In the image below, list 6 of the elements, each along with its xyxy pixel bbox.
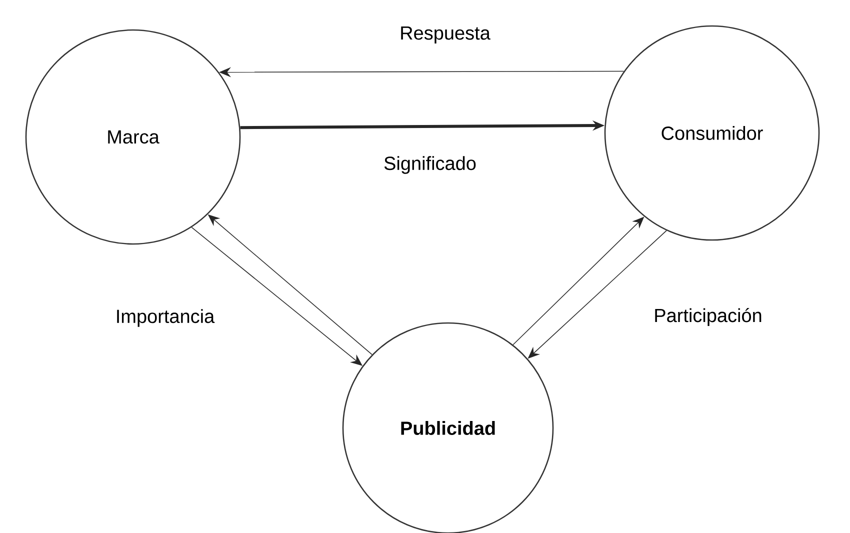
circle-node: Consumidor xyxy=(604,25,820,241)
edge-label: Importancia xyxy=(113,307,217,329)
circle-node: Marca xyxy=(25,29,241,245)
edge-label: Significado xyxy=(382,154,478,176)
edge-label: Participación xyxy=(652,306,764,328)
edge-label: Respuesta xyxy=(398,24,492,46)
